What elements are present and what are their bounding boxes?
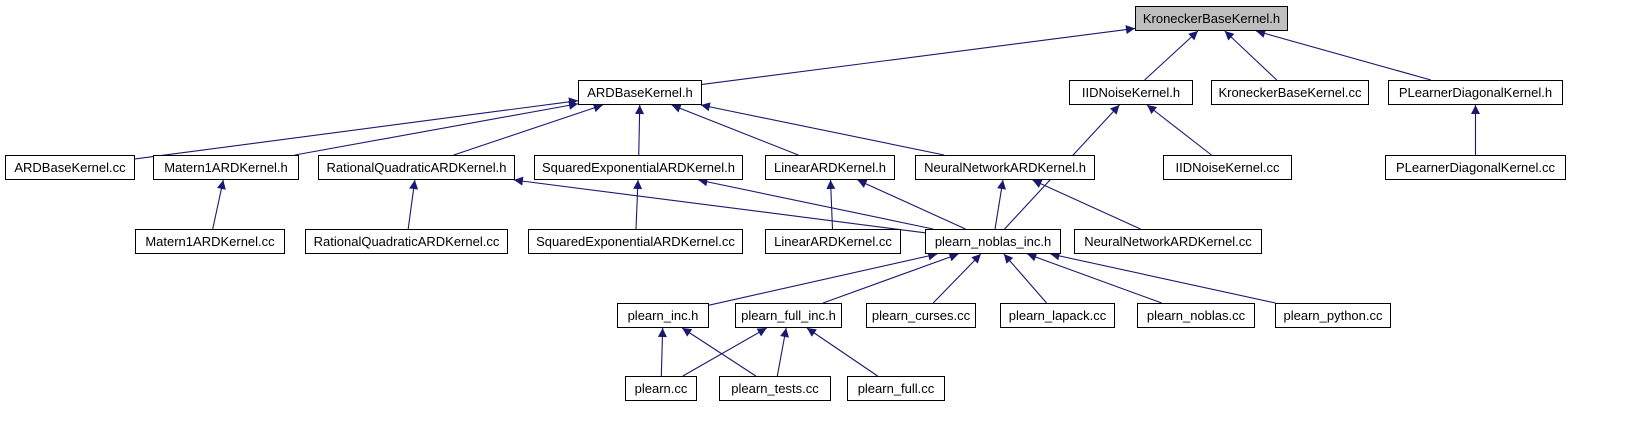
node-Matern1ARDKernel_cc[interactable]: Matern1ARDKernel.cc <box>135 229 285 254</box>
edge-plearn_cc-to-plearn_full_inc_h <box>682 327 767 377</box>
edge-RationalQuadraticARDKernel_h-to-ARDBaseKernel_h <box>453 103 603 156</box>
edge-KroneckerBaseKernel_cc-to-KroneckerBaseKernel_h <box>1224 30 1278 81</box>
edge-plearn_tests_cc-to-plearn_full_inc_h <box>776 327 789 377</box>
edge-plearn_full_inc_h-to-plearn_noblas_inc_h <box>822 252 959 304</box>
edge-RationalQuadraticARDKernel_cc-to-RationalQuadraticARDKernel_h <box>407 179 419 230</box>
edge-LinearARDKernel_h-to-ARDBaseKernel_h <box>671 104 799 156</box>
edge-SquaredExponentialARDKernel_cc-to-SquaredExponentialARDKernel_h <box>633 179 643 230</box>
edge-PLearnerDiagonalKernel_h-to-KroneckerBaseKernel_h <box>1255 29 1432 81</box>
node-IIDNoiseKernel_cc[interactable]: IIDNoiseKernel.cc <box>1163 155 1292 180</box>
node-SquaredExponentialARDKernel_cc[interactable]: SquaredExponentialARDKernel.cc <box>528 229 743 254</box>
edge-IIDNoiseKernel_cc-to-IIDNoiseKernel_h <box>1146 104 1212 156</box>
edge-plearn_noblas_inc_h-to-LinearARDKernel_h <box>857 179 966 230</box>
node-ARDBaseKernel_cc[interactable]: ARDBaseKernel.cc <box>5 155 135 180</box>
node-SquaredExponentialARDKernel_h[interactable]: SquaredExponentialARDKernel.h <box>534 155 743 180</box>
node-plearn_lapack_cc[interactable]: plearn_lapack.cc <box>1000 303 1115 328</box>
node-plearn_full_cc[interactable]: plearn_full.cc <box>847 376 945 401</box>
node-plearn_python_cc[interactable]: plearn_python.cc <box>1275 303 1391 328</box>
edge-plearn_tests_cc-to-plearn_inc_h <box>681 327 757 377</box>
edge-ARDBaseKernel_cc-to-ARDBaseKernel_h <box>134 97 579 160</box>
edge-NeuralNetworkARDKernel_h-to-ARDBaseKernel_h <box>700 102 945 156</box>
edge-ARDBaseKernel_h-to-KroneckerBaseKernel_h <box>701 25 1136 86</box>
node-PLearnerDiagonalKernel_cc[interactable]: PLearnerDiagonalKernel.cc <box>1385 155 1566 180</box>
node-LinearARDKernel_h[interactable]: LinearARDKernel.h <box>765 155 895 180</box>
node-plearn_curses_cc[interactable]: plearn_curses.cc <box>866 303 976 328</box>
node-KroneckerBaseKernel_h: KroneckerBaseKernel.h <box>1135 6 1288 31</box>
edge-plearn_lapack_cc-to-plearn_noblas_inc_h <box>1003 253 1048 304</box>
node-plearn_noblas_inc_h[interactable]: plearn_noblas_inc.h <box>925 229 1061 254</box>
node-plearn_inc_h[interactable]: plearn_inc.h <box>617 303 709 328</box>
edge-plearn_curses_cc-to-plearn_noblas_inc_h <box>932 253 982 304</box>
node-RationalQuadraticARDKernel_h[interactable]: RationalQuadraticARDKernel.h <box>318 155 515 180</box>
node-plearn_tests_cc[interactable]: plearn_tests.cc <box>719 376 831 401</box>
edge-Matern1ARDKernel_cc-to-Matern1ARDKernel_h <box>212 179 226 230</box>
edge-plearn_noblas_inc_h-to-SquaredExponentialARDKernel_h <box>698 177 934 230</box>
edge-plearn_cc-to-plearn_inc_h <box>657 327 667 377</box>
edge-plearn_noblas_inc_h-to-RationalQuadraticARDKernel_h <box>513 176 926 234</box>
edge-IIDNoiseKernel_h-to-KroneckerBaseKernel_h <box>1144 30 1199 81</box>
node-plearn_cc[interactable]: plearn.cc <box>625 376 697 401</box>
node-plearn_full_inc_h[interactable]: plearn_full_inc.h <box>735 303 842 328</box>
node-ARDBaseKernel_h[interactable]: ARDBaseKernel.h <box>578 80 702 105</box>
node-NeuralNetworkARDKernel_cc[interactable]: NeuralNetworkARDKernel.cc <box>1074 229 1262 254</box>
edge-SquaredExponentialARDKernel_h-to-ARDBaseKernel_h <box>635 104 645 156</box>
edge-plearn_inc_h-to-plearn_noblas_inc_h <box>708 251 938 306</box>
edge-LinearARDKernel_cc-to-LinearARDKernel_h <box>826 179 836 230</box>
node-plearn_noblas_cc[interactable]: plearn_noblas.cc <box>1137 303 1255 328</box>
node-PLearnerDiagonalKernel_h[interactable]: PLearnerDiagonalKernel.h <box>1388 80 1563 105</box>
node-RationalQuadraticARDKernel_cc[interactable]: RationalQuadraticARDKernel.cc <box>305 229 508 254</box>
node-LinearARDKernel_cc[interactable]: LinearARDKernel.cc <box>765 229 901 254</box>
edge-plearn_noblas_inc_h-to-NeuralNetworkARDKernel_h <box>994 179 1006 230</box>
edge-plearn_noblas_cc-to-plearn_noblas_inc_h <box>1027 252 1162 304</box>
edge-Matern1ARDKernel_h-to-ARDBaseKernel_h <box>294 100 579 156</box>
node-KroneckerBaseKernel_cc[interactable]: KroneckerBaseKernel.cc <box>1211 80 1369 105</box>
edge-plearn_python_cc-to-plearn_noblas_inc_h <box>1050 251 1276 304</box>
node-NeuralNetworkARDKernel_h[interactable]: NeuralNetworkARDKernel.h <box>915 155 1095 180</box>
node-IIDNoiseKernel_h[interactable]: IIDNoiseKernel.h <box>1069 80 1193 105</box>
node-Matern1ARDKernel_h[interactable]: Matern1ARDKernel.h <box>153 155 299 180</box>
edge-NeuralNetworkARDKernel_cc-to-NeuralNetworkARDKernel_h <box>1032 179 1141 230</box>
edge-plearn_full_cc-to-plearn_full_inc_h <box>806 327 878 377</box>
